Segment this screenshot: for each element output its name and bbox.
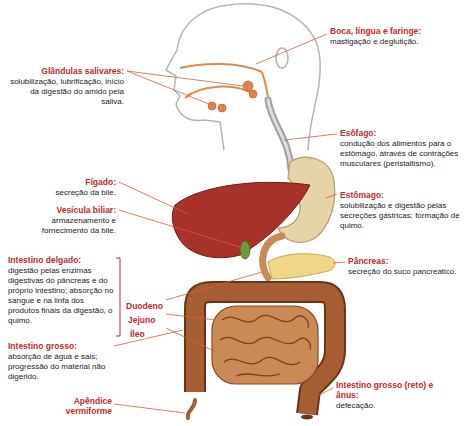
label-block: Estômago: xyxy=(340,190,468,200)
parotid-gland xyxy=(249,90,257,98)
label-block: mastigação e deglutição. xyxy=(330,37,468,47)
appendix xyxy=(188,400,195,418)
function-text: secreção do suco pancreático. xyxy=(348,267,468,277)
leader-line xyxy=(166,272,262,300)
organ-heading: Intestino delgado: xyxy=(8,255,114,265)
parotid-gland xyxy=(243,81,253,91)
function-text: armazenamento e fornecimento da bile. xyxy=(8,216,116,236)
palate xyxy=(180,64,262,72)
bracket xyxy=(116,258,120,336)
label-block: Apêndice vermiforme xyxy=(52,396,112,416)
segment-name: Jejuno xyxy=(128,315,155,325)
submandibular-gland xyxy=(208,102,216,110)
label-block: secreção do suco pancreático. xyxy=(348,267,468,277)
leader-lines xyxy=(114,34,345,413)
organ-heading: Fígado: xyxy=(8,177,116,187)
gallbladder xyxy=(240,241,250,259)
sublingual-gland xyxy=(218,104,226,112)
label-block: solubilização e digestão pelas secreções… xyxy=(340,201,468,231)
large-intestine xyxy=(195,292,335,414)
function-text: condução dos alimentos para o estômago, … xyxy=(340,139,468,169)
label-block: Jejuno xyxy=(128,309,155,327)
leader-line xyxy=(114,404,185,413)
function-text: digestão pelas enzimas digestivas do pân… xyxy=(8,266,114,326)
leader-line xyxy=(166,328,216,352)
function-text: solubilização e digestão pelas secreções… xyxy=(340,201,468,231)
label-block: absorção de água e sais; progressão do m… xyxy=(8,352,114,382)
organ-heading: Esôfago: xyxy=(340,128,468,138)
label-block: Esôfago: xyxy=(340,128,468,138)
anus xyxy=(301,415,313,420)
esophagus xyxy=(268,100,291,170)
function-text: secreção da bile. xyxy=(8,188,116,198)
leader-line xyxy=(119,182,188,214)
label-block: digestão pelas enzimas digestivas do pân… xyxy=(8,266,114,326)
leader-line xyxy=(333,262,345,263)
label-block: defecação. xyxy=(336,401,440,411)
label-block: Fígado: xyxy=(8,177,116,187)
function-text: solubilização, lubrificação, início da d… xyxy=(8,77,124,107)
function-text: absorção de água e sais; progressão do m… xyxy=(8,352,114,382)
leader-line xyxy=(284,134,337,140)
small-intestine-coils xyxy=(220,315,310,376)
coil xyxy=(236,374,280,376)
organ-heading: Intestino grosso (reto) e ânus: xyxy=(336,380,440,400)
organ-heading: Glândulas salivares: xyxy=(8,66,124,76)
leader-line xyxy=(114,330,183,346)
organ-heading: Pâncreas: xyxy=(348,256,468,266)
label-block: Intestino delgado: xyxy=(8,255,114,265)
label-block: Boca, língua e faringe: xyxy=(330,26,468,36)
leader-line xyxy=(166,314,216,320)
organ-heading: Vesícula biliar: xyxy=(8,205,116,215)
large-intestine-outline xyxy=(195,292,335,414)
organ-heading: Boca, língua e faringe: xyxy=(330,26,468,36)
label-block: Íleo xyxy=(130,323,145,341)
organ-heading: Estômago: xyxy=(340,190,468,200)
coil xyxy=(220,337,310,350)
segment-name: Íleo xyxy=(130,329,145,339)
face-profile xyxy=(166,4,240,150)
function-text: defecação. xyxy=(336,401,440,411)
label-block: secreção da bile. xyxy=(8,188,116,198)
pancreas xyxy=(268,254,335,279)
label-block: Intestino grosso (reto) e ânus: xyxy=(336,380,440,400)
label-block: armazenamento e fornecimento da bile. xyxy=(8,216,116,236)
label-block: Intestino grosso: xyxy=(8,341,114,351)
organ-heading: Intestino grosso: xyxy=(8,341,114,351)
salivary-glands xyxy=(208,81,257,112)
head-outline xyxy=(166,4,320,150)
small-intestine xyxy=(212,306,318,384)
segment-name: Duodeno xyxy=(126,301,163,311)
leader-line xyxy=(317,388,333,396)
leader-line xyxy=(326,194,337,198)
leader-line xyxy=(127,71,243,86)
label-block: Glândulas salivares: xyxy=(8,66,124,76)
label-block: solubilização, lubrificação, início da d… xyxy=(8,77,124,107)
organ-heading: Apêndice vermiforme xyxy=(52,396,112,416)
coil xyxy=(224,357,300,364)
leader-line xyxy=(119,210,240,247)
coil xyxy=(222,315,308,328)
label-block: condução dos alimentos para o estômago, … xyxy=(340,139,468,169)
function-text: mastigação e deglutição. xyxy=(330,37,468,47)
esophagus-lumen xyxy=(268,100,291,170)
mouth-pharynx xyxy=(180,64,270,110)
label-block: Duodeno xyxy=(126,295,163,313)
label-block: Pâncreas: xyxy=(348,256,468,266)
label-block: Vesícula biliar: xyxy=(8,205,116,215)
leader-line xyxy=(256,34,327,64)
